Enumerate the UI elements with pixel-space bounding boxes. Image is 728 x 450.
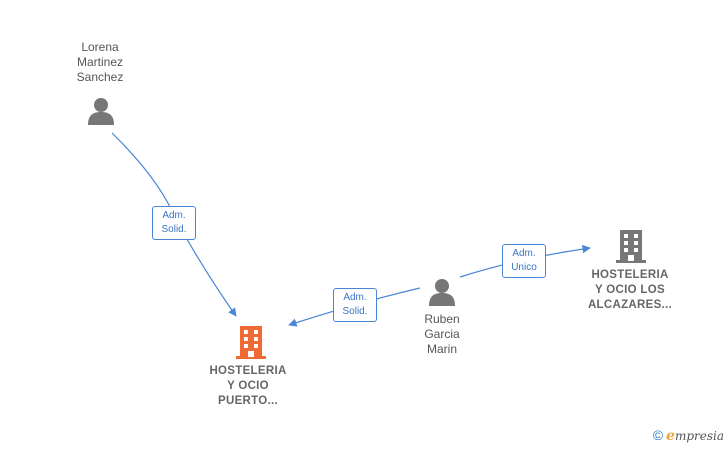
person-icon[interactable] xyxy=(88,98,114,125)
label-line: Ruben xyxy=(424,312,460,326)
relationship-badge-ruben-alcazares[interactable]: Adm. Unico xyxy=(502,244,546,278)
person-label-ruben[interactable]: Ruben Garcia Marin xyxy=(400,312,484,357)
copyright-symbol: © xyxy=(652,427,664,443)
badge-line: Solid. xyxy=(342,306,368,317)
label-line: Y OCIO LOS xyxy=(595,284,665,296)
badge-line: Adm. xyxy=(343,292,367,303)
label-line: Marin xyxy=(426,342,457,356)
label-line: Martinez xyxy=(76,55,123,69)
badge-line: Unico xyxy=(511,262,537,273)
empresia-watermark: ©empresia xyxy=(653,427,724,444)
label-line: Lorena xyxy=(81,40,119,54)
label-line: ALCAZARES... xyxy=(587,299,673,311)
label-line: PUERTO... xyxy=(218,395,278,407)
relationship-badge-lorena-puerto[interactable]: Adm. Solid. xyxy=(152,206,196,240)
company-label-alcazares[interactable]: HOSTELERIA Y OCIO LOS ALCAZARES... xyxy=(578,268,682,313)
person-icon[interactable] xyxy=(429,279,455,306)
label-line: Sanchez xyxy=(76,70,124,84)
building-icon[interactable] xyxy=(616,230,646,263)
label-line: HOSTELERIA xyxy=(591,269,669,281)
relationship-badge-ruben-puerto[interactable]: Adm. Solid. xyxy=(333,288,377,322)
badge-line: Adm. xyxy=(512,248,536,259)
company-label-puerto[interactable]: HOSTELERIA Y OCIO PUERTO... xyxy=(196,364,300,409)
badge-line: Solid. xyxy=(161,224,187,235)
label-line: Garcia xyxy=(424,327,460,341)
label-line: HOSTELERIA xyxy=(209,365,287,377)
brand-logo: empresia xyxy=(666,428,724,444)
person-label-lorena[interactable]: Lorena Martinez Sanchez xyxy=(58,40,142,85)
badge-line: Adm. xyxy=(162,210,186,221)
label-line: Y OCIO xyxy=(227,380,269,392)
building-icon[interactable] xyxy=(236,326,266,359)
